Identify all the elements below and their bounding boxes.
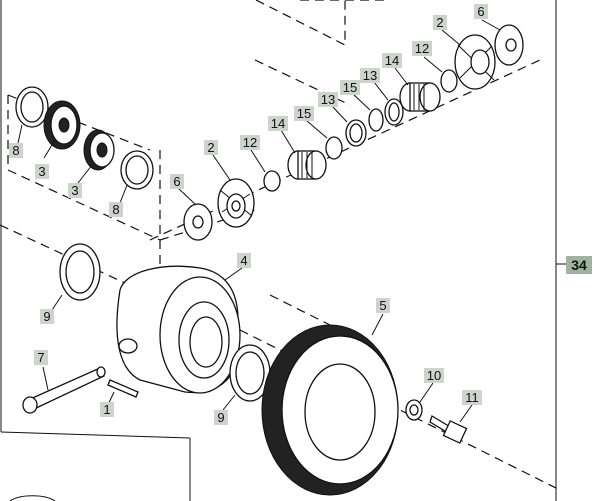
callout-10-label: 10 — [427, 368, 441, 383]
part-5-ring-gear — [261, 324, 399, 496]
callout-14b-label: 14 — [385, 53, 399, 68]
part-2-pinion-gear-right — [454, 34, 496, 90]
callout-2b: 2 — [433, 15, 447, 30]
callout-14a-label: 14 — [271, 116, 285, 131]
part-14-needle-bearing-left — [287, 150, 327, 180]
part-6-washer-right — [494, 24, 524, 66]
part-partial-bottom — [9, 495, 56, 501]
part-10-lock-washer — [405, 399, 423, 421]
part-8-thrust-washer-right — [120, 150, 154, 190]
callout-5: 5 — [376, 298, 390, 313]
part-1-roll-pin — [107, 379, 139, 398]
callout-4-label: 4 — [240, 253, 247, 268]
part-7-cross-shaft — [22, 366, 106, 414]
part-12-snap-ring-left — [263, 170, 281, 192]
callout-12a: 12 — [240, 135, 260, 150]
callout-6a-label: 6 — [173, 174, 180, 189]
part-14-needle-bearing-right — [399, 82, 441, 112]
callout-8a-label: 8 — [12, 143, 19, 158]
callout-6a: 6 — [170, 174, 184, 189]
callout-10: 10 — [424, 368, 444, 383]
part-11-bolt — [429, 415, 468, 444]
part-15-spacer-ring-right — [368, 108, 384, 132]
callout-11-label: 11 — [465, 390, 479, 405]
leader-lines — [17, 19, 566, 423]
part-3-side-gear-left — [43, 100, 81, 150]
callout-3b-label: 3 — [71, 183, 78, 198]
part-9-bearing-race-right — [229, 344, 271, 402]
frame-lines — [0, 0, 557, 501]
callout-5-label: 5 — [379, 298, 386, 313]
callout-13a: 13 — [318, 92, 338, 107]
callout-15a: 15 — [294, 106, 314, 121]
callout-14b: 14 — [382, 53, 402, 68]
callout-13b: 13 — [360, 68, 380, 83]
part-6-washer-left — [183, 203, 213, 241]
part-2-pinion-gear-left — [217, 178, 255, 228]
callout-12a-label: 12 — [243, 135, 257, 150]
callout-2a-label: 2 — [207, 140, 214, 155]
callout-9a: 9 — [40, 309, 54, 324]
callout-8a: 8 — [9, 143, 23, 158]
sheet-reference: 34 — [566, 256, 592, 274]
callout-6b-label: 6 — [477, 4, 484, 19]
callout-1: 1 — [100, 402, 114, 417]
callout-2a: 2 — [204, 140, 218, 155]
callout-11: 11 — [462, 390, 482, 405]
callout-13a-label: 13 — [321, 92, 335, 107]
callout-13b-label: 13 — [363, 68, 377, 83]
callout-3a: 3 — [35, 164, 49, 179]
callout-12b: 12 — [412, 41, 432, 56]
callout-2b-label: 2 — [436, 15, 443, 30]
callout-8b: 8 — [109, 202, 123, 217]
callout-15b-label: 15 — [343, 80, 357, 95]
callout-9b: 9 — [214, 410, 228, 425]
callout-3b: 3 — [68, 183, 82, 198]
callout-7-label: 7 — [37, 350, 44, 365]
callout-12b-label: 12 — [415, 41, 429, 56]
part-4-differential-case — [116, 265, 241, 394]
part-15-spacer-ring-left — [325, 136, 343, 160]
callout-8b-label: 8 — [112, 202, 119, 217]
callout-9a-label: 9 — [43, 309, 50, 324]
callout-9b-label: 9 — [217, 410, 224, 425]
part-13-ring-left — [345, 119, 367, 147]
part-8-thrust-washer-left — [15, 86, 49, 128]
callout-14a: 14 — [268, 116, 288, 131]
sheet-reference-label: 34 — [571, 257, 587, 273]
callout-3a-label: 3 — [38, 164, 45, 179]
part-12-snap-ring-right — [440, 69, 458, 93]
part-13-ring-right — [384, 98, 404, 126]
callout-4: 4 — [237, 253, 251, 268]
callout-1-label: 1 — [103, 402, 110, 417]
part-3-side-gear-right — [83, 129, 115, 171]
callout-15b: 15 — [340, 80, 360, 95]
callout-15a-label: 15 — [297, 106, 311, 121]
callout-6b: 6 — [474, 4, 488, 19]
callout-7: 7 — [34, 350, 48, 365]
part-9-bearing-race-left — [59, 243, 101, 301]
